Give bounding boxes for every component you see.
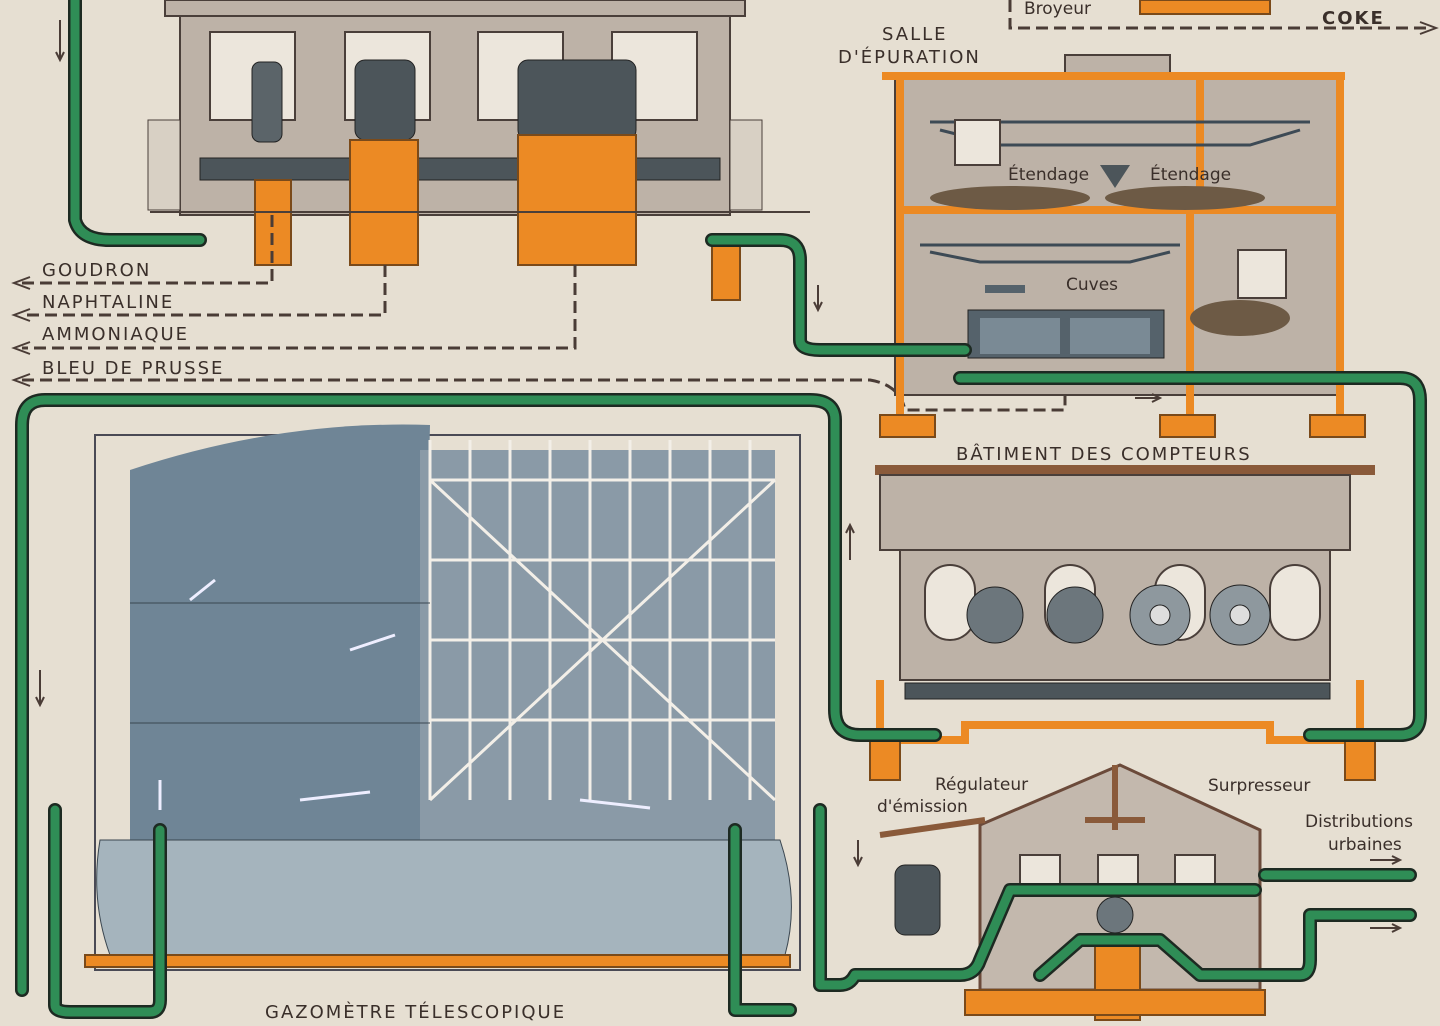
label-emission: d'émission (877, 797, 968, 817)
gasholder (84, 424, 801, 971)
label-batiment-compteurs: BÂTIMENT DES COMPTEURS (956, 443, 1252, 465)
label-regulateur: Régulateur (935, 775, 1028, 795)
label-cuves: Cuves (1066, 275, 1118, 295)
label-gazometre: GAZOMÈTRE TÉLESCOPIQUE (265, 1001, 566, 1023)
label-epuration: D'ÉPURATION (838, 46, 981, 68)
label-distributions: Distributions (1305, 812, 1413, 832)
flow-arrows (35, 20, 1403, 933)
condenser-building (147, 0, 810, 301)
meter-building (869, 465, 1376, 781)
label-coke: COKE (1322, 8, 1385, 29)
label-surpresseur: Surpresseur (1208, 776, 1310, 796)
label-etendage-right: Étendage (1150, 163, 1231, 185)
label-ammoniaque: AMMONIAQUE (42, 324, 189, 345)
label-broyeur: Broyeur (1024, 0, 1091, 19)
label-urbaines: urbaines (1328, 835, 1402, 855)
byproduct-lines (11, 0, 1439, 412)
gas-pipes (15, 0, 1427, 1019)
label-bleu-de-prusse: BLEU DE PRUSSE (42, 358, 224, 379)
purification-building (879, 54, 1366, 438)
label-naphtaline: NAPHTALINE (42, 292, 174, 313)
label-salle: SALLE (882, 24, 948, 45)
label-etendage-left: Étendage (1008, 163, 1089, 185)
label-goudron: GOUDRON (42, 260, 151, 281)
